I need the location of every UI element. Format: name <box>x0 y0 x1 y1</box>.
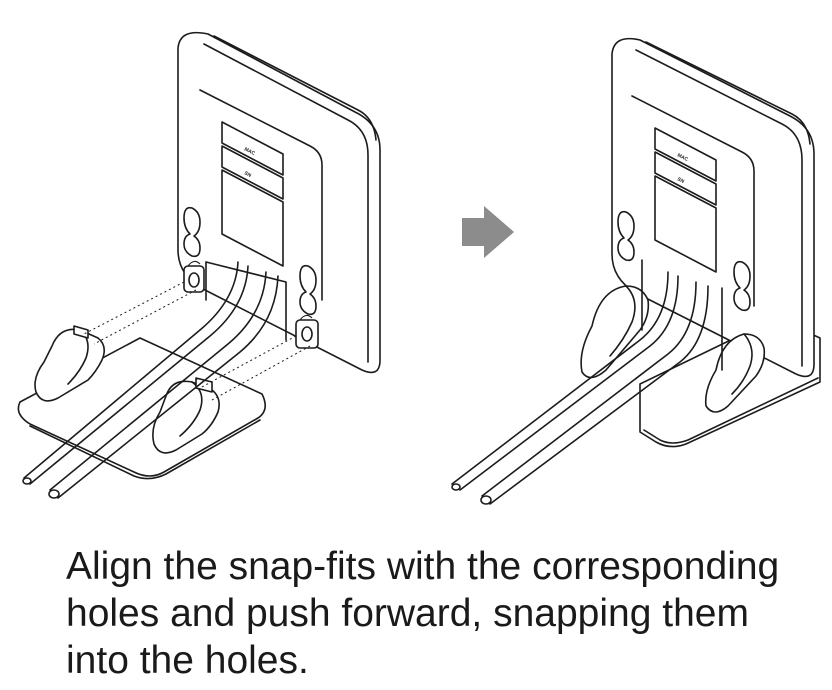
right-mac-label <box>654 127 717 182</box>
right-cables <box>451 271 709 505</box>
left-stand <box>17 325 266 480</box>
right-blank-label <box>654 175 717 273</box>
left-keyhole-2 <box>299 264 317 316</box>
left-sn-text: SN <box>243 170 252 179</box>
right-hook-1 <box>580 285 650 379</box>
right-mac-text: MAC <box>676 152 689 163</box>
left-illustration <box>17 31 381 499</box>
left-hole-arrows <box>187 260 313 321</box>
right-keyhole-2 <box>733 260 751 312</box>
left-keyhole-1 <box>183 206 201 258</box>
left-mac-text: MAC <box>243 146 256 157</box>
right-hook-2 <box>704 333 766 413</box>
right-keyhole-1 <box>617 210 635 262</box>
caption-line-2: holes and push forward, snapping them <box>66 592 749 635</box>
right-illustration <box>451 37 821 505</box>
next-step-arrow <box>462 206 514 258</box>
caption-line-3: into the holes. <box>66 639 309 682</box>
left-hole-2 <box>295 319 319 349</box>
caption-line-1: Align the snap-fits with the correspondi… <box>66 545 780 588</box>
left-mac-label <box>221 121 284 176</box>
installation-diagram: MAC SN MAC SN <box>17 31 821 505</box>
left-alignment-guides <box>83 281 311 401</box>
left-device <box>177 31 381 374</box>
left-blank-label <box>221 169 284 267</box>
right-sn-label <box>654 151 717 206</box>
left-cables <box>22 261 279 499</box>
left-hole-1 <box>183 265 205 293</box>
right-sn-text: SN <box>676 176 685 185</box>
instruction-caption: Align the snap-fits with the correspondi… <box>66 543 826 684</box>
right-device <box>580 37 821 448</box>
left-sn-label <box>221 145 284 200</box>
